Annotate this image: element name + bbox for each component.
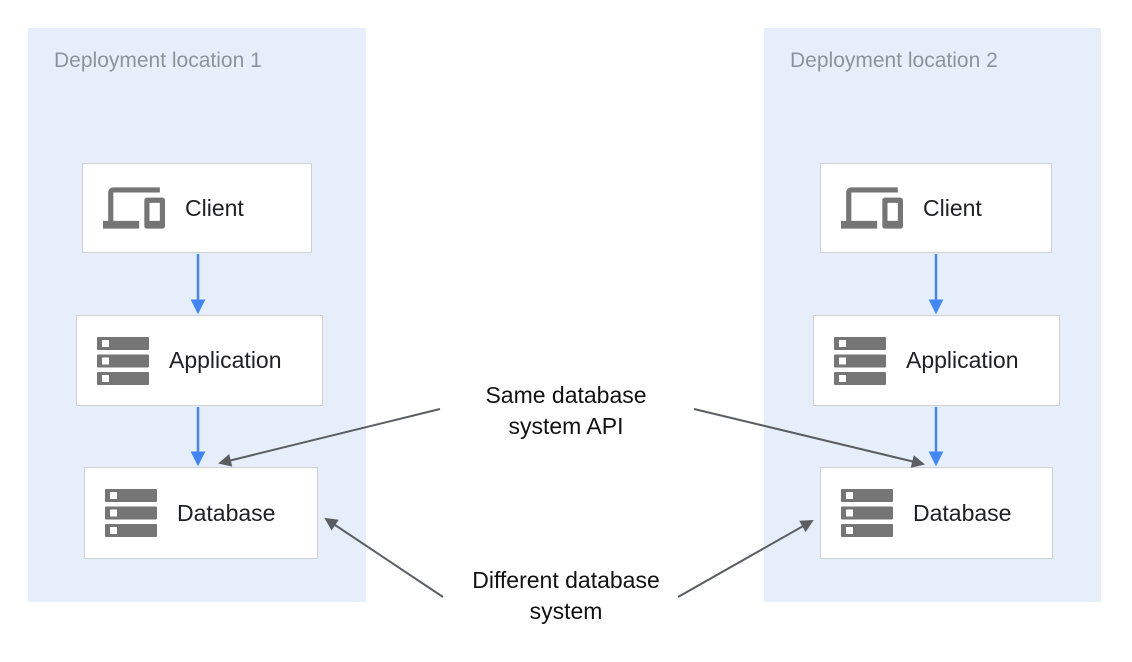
server-stack-icon <box>834 336 886 385</box>
node-label: Application <box>906 347 1019 373</box>
server-stack-icon <box>97 336 149 385</box>
annotation-same-database-api: Same database system API <box>485 382 647 439</box>
node-database-2: Database <box>820 467 1053 559</box>
annotation-different-database-system: Different database system <box>472 567 660 624</box>
node-client-2: Client <box>820 163 1052 253</box>
server-stack-icon <box>841 489 893 537</box>
node-label: Application <box>169 347 282 373</box>
node-label: Client <box>923 194 982 221</box>
panel-title: Deployment location 1 <box>54 49 262 72</box>
devices-icon <box>103 187 165 229</box>
server-stack-icon <box>105 489 157 537</box>
devices-icon <box>841 187 903 229</box>
node-application-1: Application <box>76 315 323 406</box>
node-application-2: Application <box>813 315 1060 406</box>
node-client-1: Client <box>82 163 312 253</box>
node-database-1: Database <box>84 467 318 559</box>
node-label: Database <box>913 499 1012 526</box>
panel-title: Deployment location 2 <box>790 49 998 72</box>
node-label: Database <box>177 499 276 526</box>
node-label: Client <box>185 194 244 221</box>
